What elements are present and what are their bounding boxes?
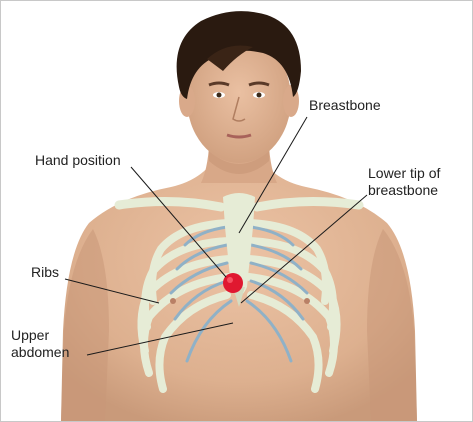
label-hand-position: Hand position — [35, 152, 121, 169]
left-arm-shading — [61, 229, 109, 421]
label-lower-tip-of-breastbone: Lower tip of breastbone — [368, 165, 440, 199]
right-arm-shading — [367, 229, 417, 421]
left-nipple — [170, 298, 176, 304]
hand-position-marker — [223, 273, 243, 293]
label-upper-abdomen: Upper abdomen — [11, 327, 69, 361]
label-breastbone: Breastbone — [309, 97, 381, 114]
label-ribs: Ribs — [31, 264, 59, 281]
right-nipple — [304, 298, 310, 304]
